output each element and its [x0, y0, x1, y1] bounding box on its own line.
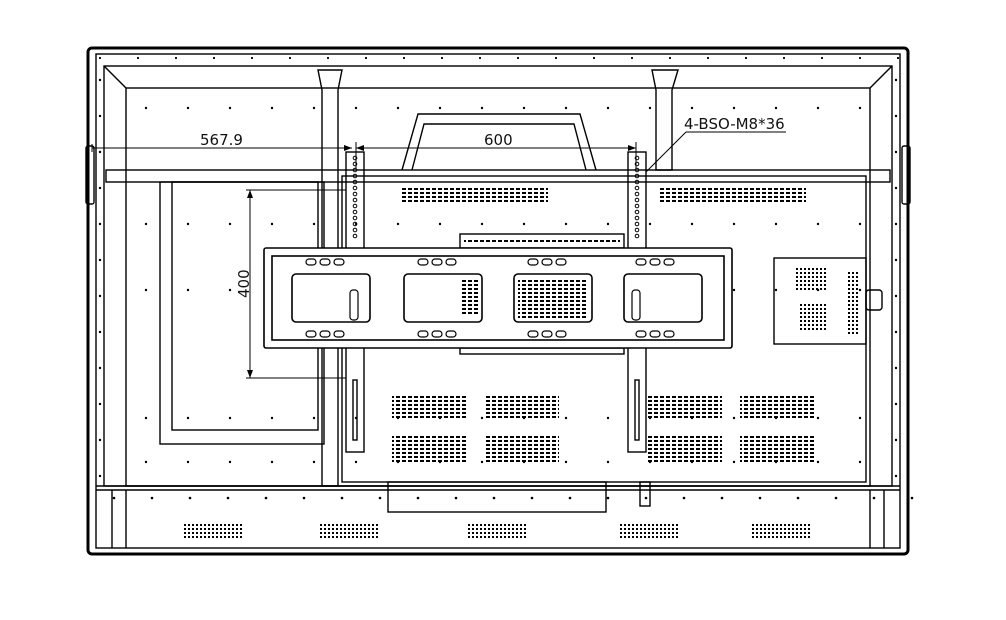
horizontal-rail	[105, 169, 891, 183]
bolt-spec-label: 4-BSO-M8*36	[684, 115, 785, 133]
lower-vent-strip	[459, 347, 625, 355]
rail-holes	[352, 155, 640, 239]
screw-dots	[98, 56, 914, 500]
speaker-grilles	[183, 522, 812, 540]
ventilation-slots	[392, 188, 814, 462]
io-box-connector	[865, 289, 883, 311]
dimension-lines	[91, 131, 786, 379]
inner-frame	[95, 53, 901, 549]
outer-frame	[86, 46, 910, 556]
dimension-label-vertical-spacing: 400	[235, 269, 253, 298]
left-side-handle	[85, 145, 95, 205]
dimension-label-left-offset: 567.9	[200, 131, 243, 149]
bottom-strip	[96, 485, 900, 548]
io-grilles	[796, 266, 858, 334]
top-carry-handle	[401, 113, 597, 171]
bracket-slots	[305, 258, 675, 338]
bracket-vents	[460, 278, 588, 318]
bracket-center-rails	[349, 289, 641, 321]
base-foot	[387, 481, 607, 513]
vertical-struts	[317, 69, 679, 487]
dimension-arrows	[247, 145, 636, 378]
right-side-handle	[901, 145, 911, 205]
dimension-label-horizontal-spacing: 600	[484, 131, 513, 149]
power-connector	[639, 481, 651, 507]
